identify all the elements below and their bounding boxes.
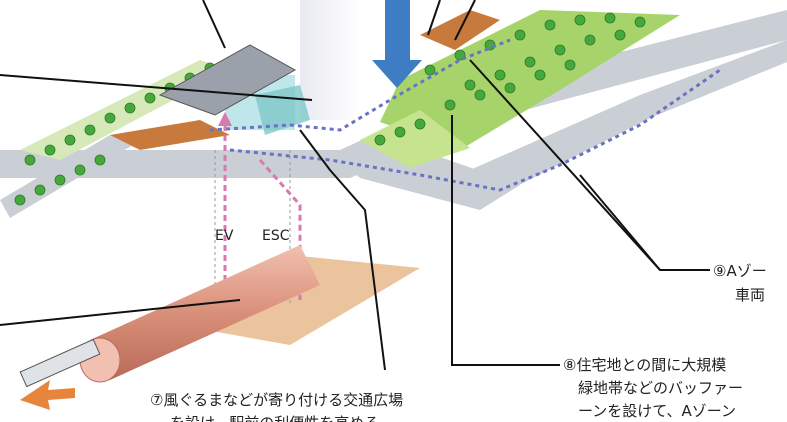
blue-arrow [372,0,422,88]
tree [574,14,586,26]
tree [74,164,86,176]
tree [94,154,106,166]
tree [584,34,596,46]
branch-road-right [470,40,787,200]
tree [564,59,576,71]
leader-note7 [299,129,386,371]
esc-label: ESC [262,228,290,244]
tree [544,19,556,31]
tree [44,144,56,156]
tree [414,118,426,130]
tree [494,69,506,81]
tree [64,134,76,146]
leader-left-2 [0,299,241,326]
orange-direction-arrow [20,380,75,410]
note8-line2: 緑地帯などのバッファー [578,379,743,397]
brick-plaza-left [110,120,230,150]
left-road-diagonal [0,135,150,218]
park-area [380,10,680,150]
leader-top-left [202,0,226,49]
tree [394,126,406,138]
train [19,338,101,388]
tree [124,102,136,114]
tree [604,12,616,24]
pedestrian-route-lower [229,68,721,192]
tree [34,184,46,196]
leader-note8 [451,115,560,366]
note9-line1: ⑨Aゾー [713,262,767,280]
park-strip [360,110,470,168]
ev-label: EV [215,228,234,244]
tree [554,44,566,56]
leader-note9b [579,174,661,271]
tree [84,124,96,136]
tree [54,174,66,186]
tree [634,16,646,28]
tree [424,64,436,76]
tree [104,112,116,124]
pedestrian-route [209,38,511,132]
tree [614,29,626,41]
note7-line1: ⑦風ぐるまなどが寄り付ける交通広場 [150,391,403,409]
tree [374,134,386,146]
tree [144,92,156,104]
leader-top-mid-1 [427,0,441,36]
tree [534,69,546,81]
note7-line2: を設け、駅前の利便性を高める [170,414,379,422]
background-tower [300,0,360,120]
note9-line2: 車両 [735,286,765,304]
tree [24,154,36,166]
leader-top-mid-2 [454,0,476,41]
tree [444,99,456,111]
station-roof [158,44,297,116]
subway-tunnel [90,245,320,380]
tree [514,29,526,41]
tree [464,79,476,91]
note8-line3: ーンを設けて、Aゾーン [578,402,736,420]
ev-up-arrow [218,112,232,126]
tree [504,82,516,94]
note8-line1: ⑧住宅地との間に大規模 [563,356,726,374]
tree [14,194,26,206]
crossing-road [330,150,520,210]
tree [474,89,486,101]
leader-left-1 [0,74,313,101]
tree [524,56,536,68]
